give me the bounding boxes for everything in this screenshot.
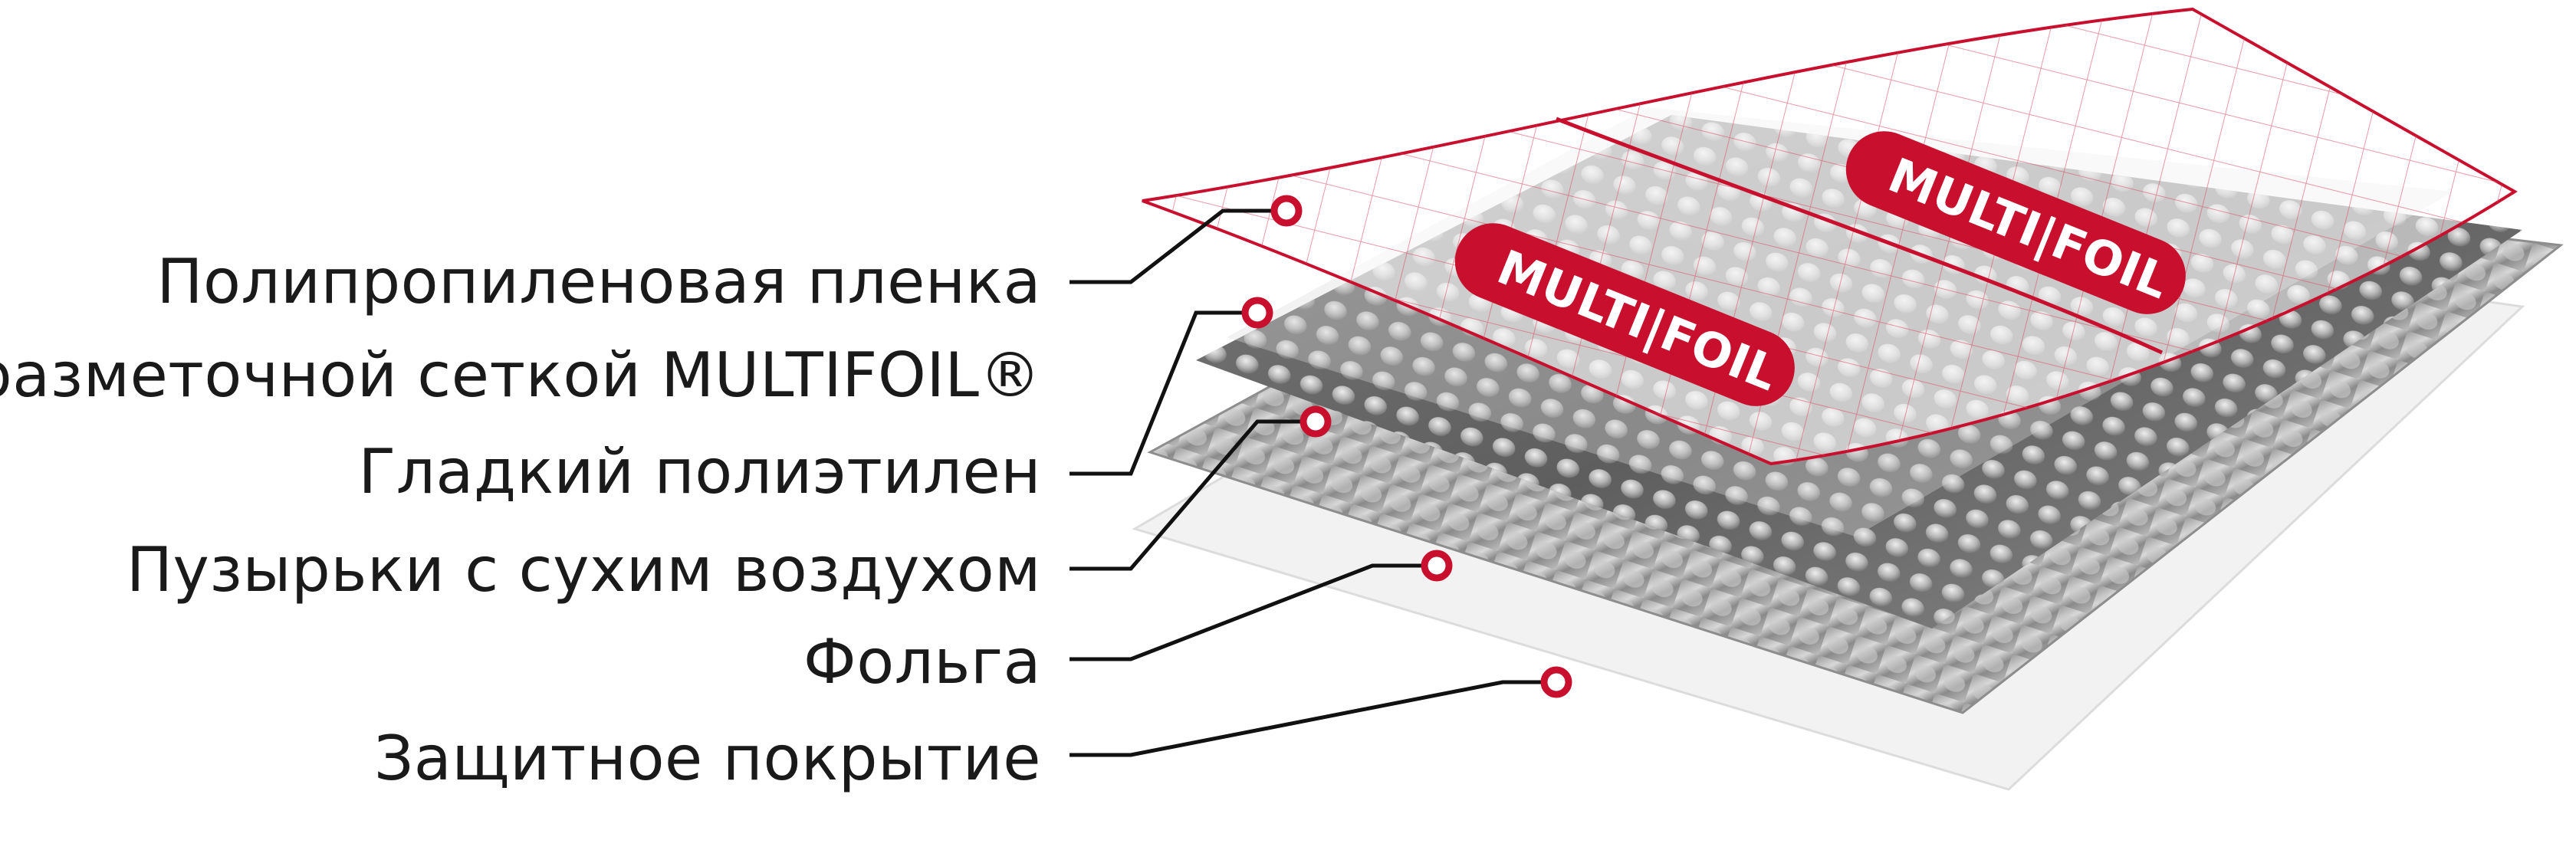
leader-foil <box>1070 563 1430 661</box>
marker-dot-film <box>1270 195 1303 227</box>
markers <box>1241 195 1572 698</box>
film-divider <box>1556 117 2164 355</box>
marker-dot-foil <box>1421 550 1453 582</box>
marker-dot-bubbles <box>1300 405 1332 438</box>
label-film-line2: с разметочной сеткой MULTIFOIL® <box>0 340 1041 411</box>
label-film-line1: Полипропиленовая пленка <box>156 246 1041 317</box>
film-grid <box>1142 9 2515 464</box>
label-foil: Фольга <box>803 626 1041 697</box>
marker-dot-polyethylene <box>1241 297 1273 329</box>
leader-film <box>1070 208 1279 284</box>
label-bubbles: Пузырьки с сухим воздухом <box>126 534 1041 606</box>
leader-bubbles <box>1070 419 1307 571</box>
marker-dot-coating <box>1540 666 1572 698</box>
label-coating: Защитное покрытие <box>374 723 1041 794</box>
label-polyethylene: Гладкий полиэтилен <box>358 436 1041 507</box>
leader-polyethylene <box>1070 310 1250 476</box>
leader-lines <box>1070 208 1549 757</box>
leader-coating <box>1070 680 1549 757</box>
